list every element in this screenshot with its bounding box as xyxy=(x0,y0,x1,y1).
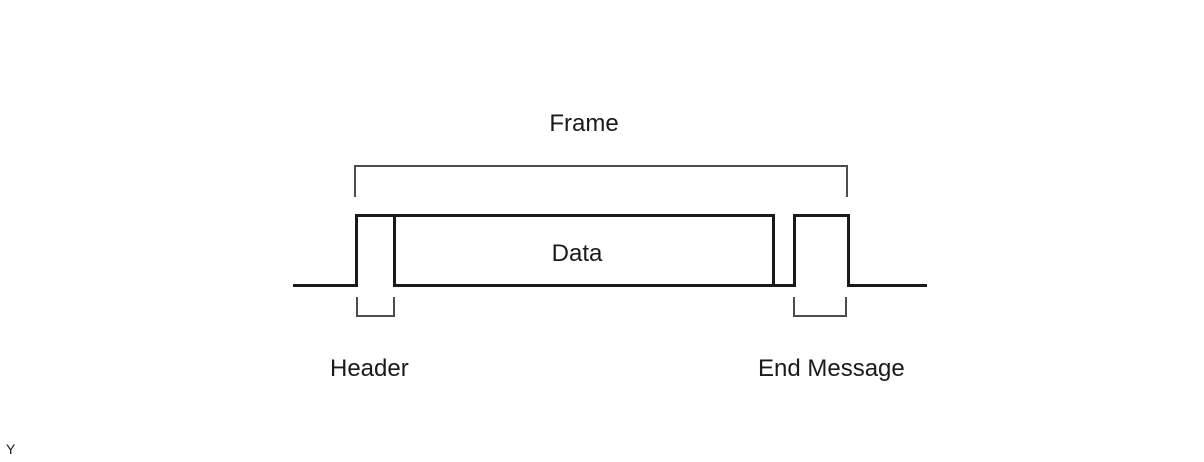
frame-bracket-top-line xyxy=(354,165,848,167)
data-box-right-edge xyxy=(772,214,775,287)
signal-bottom-line xyxy=(393,284,796,287)
header-pulse-left-edge xyxy=(355,214,358,287)
end-bracket-left-tick xyxy=(793,297,795,317)
end-pulse-left-edge xyxy=(793,214,796,287)
header-bracket-right-tick xyxy=(393,297,395,317)
signal-top-line xyxy=(355,214,775,217)
end-message-label: End Message xyxy=(758,355,905,382)
corner-label: Y xyxy=(6,441,16,457)
header-bracket-bottom-line xyxy=(356,315,395,317)
signal-baseline-left xyxy=(293,284,358,287)
frame-label: Frame xyxy=(549,110,619,137)
data-label: Data xyxy=(551,240,603,267)
header-bracket-left-tick xyxy=(356,297,358,317)
end-bracket-bottom-line xyxy=(793,315,847,317)
end-pulse-top-line xyxy=(793,214,850,217)
signal-baseline-right xyxy=(847,284,927,287)
data-box-left-edge xyxy=(393,214,396,287)
frame-bracket-left-tick xyxy=(354,165,356,197)
frame-bracket-right-tick xyxy=(846,165,848,197)
header-label: Header xyxy=(330,355,409,382)
end-bracket-right-tick xyxy=(845,297,847,317)
end-pulse-right-edge xyxy=(847,214,850,287)
